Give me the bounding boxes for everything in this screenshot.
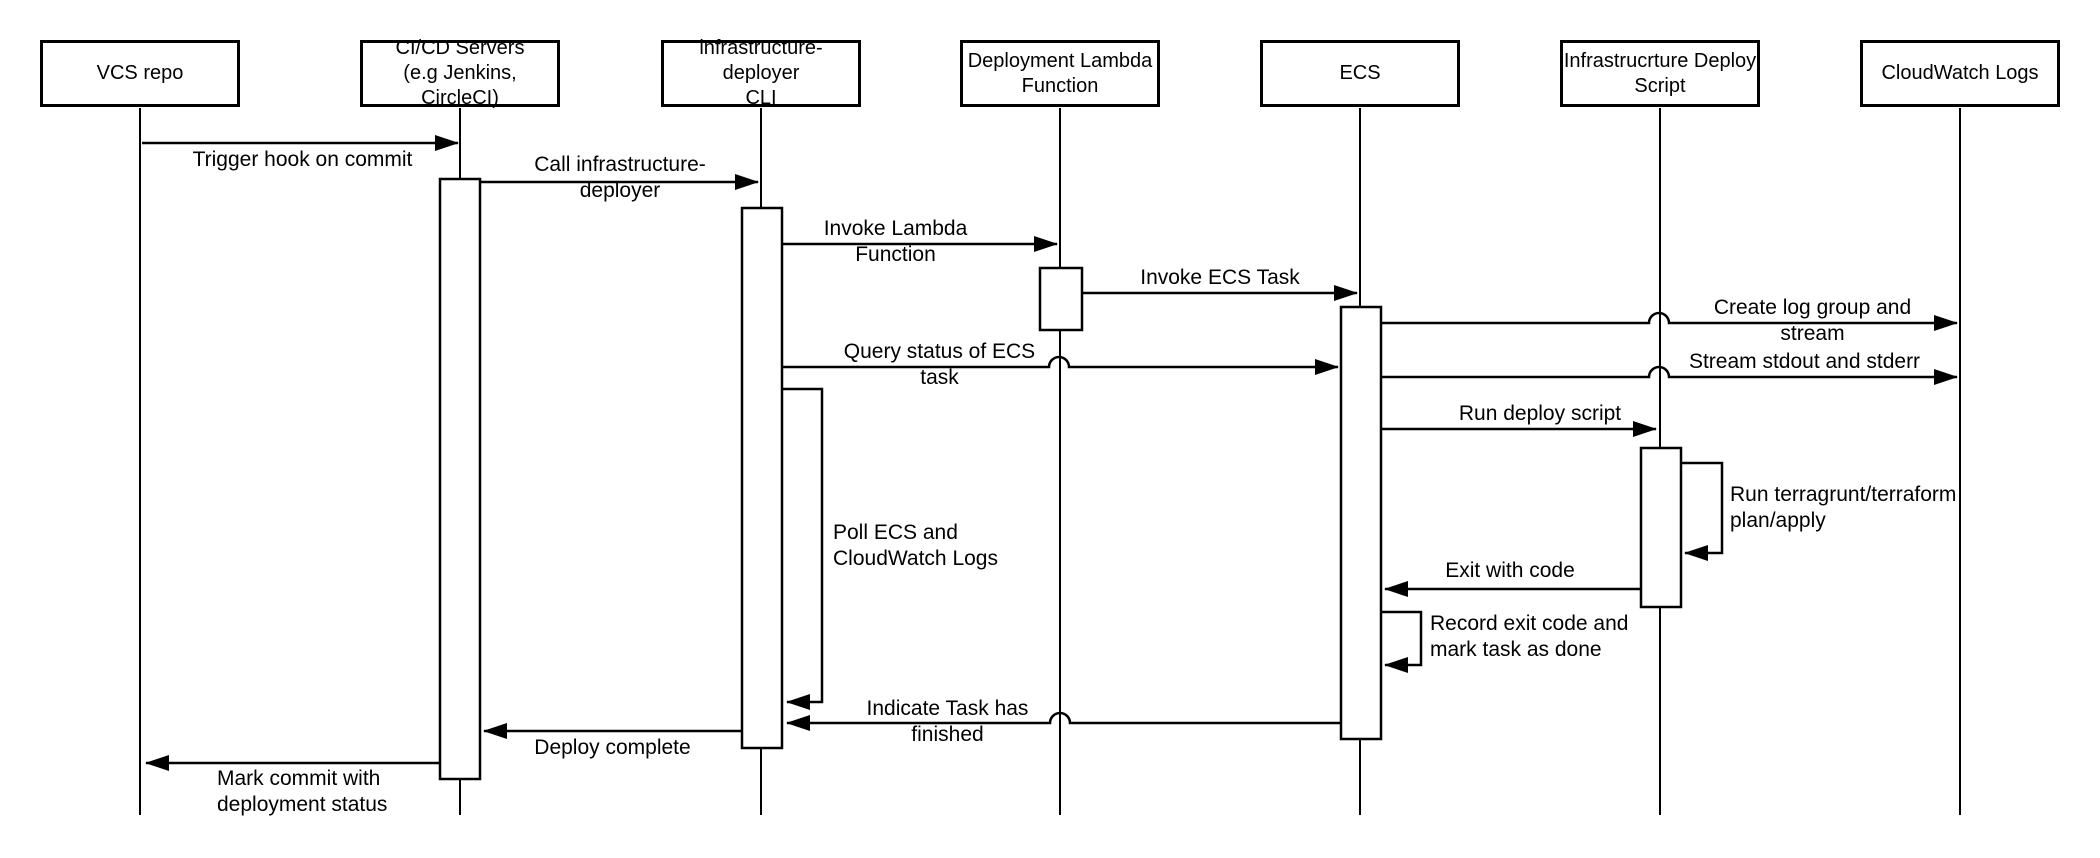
actor-label-vcs-repo: VCS repo [96,62,184,84]
message-label-poll-ecs-and-cloudwatch-logs: Poll ECS and CloudWatch Logs [833,521,998,570]
actor-label-cicd-servers: CI/CD Servers (e.g Jenkins, CircleCI) [395,37,525,109]
message-label-run-terragrunt-terraform: Run terragrunt/terraform plan/apply [1730,483,1957,532]
message-label-run-deploy-script: Run deploy script [1458,402,1622,425]
actor-label-deployment-lambda: Deployment Lambda Function [967,49,1153,97]
actor-box-cloudwatch-logs: CloudWatch Logs [1860,40,2060,107]
message-label-create-log-group-and-stream: Create log group and stream [1713,296,1912,345]
actor-box-vcs-repo: VCS repo [40,40,240,107]
message-label-exit-with-code: Exit with code [1445,559,1575,582]
actor-box-ecs: ECS [1260,40,1460,107]
message-label-call-infrastructure-deployer: Call infrastructure-deployer [534,153,706,202]
actor-box-infrastructure-deployer-cli: infrastructure-deployer CLI [661,37,861,109]
message-label-record-exit-code: Record exit code and mark task as done [1430,612,1629,661]
message-label-invoke-ecs-task: Invoke ECS Task [1140,266,1300,289]
message-label-query-status-of-ecs-task: Query status of ECS task [843,340,1036,389]
activation-cli [740,206,784,750]
actor-label-cloudwatch-logs: CloudWatch Logs [1881,62,2039,84]
arrow-self-record-exit-code [1381,610,1423,673]
message-label-indicate-task-has-finished: Indicate Task has finished [866,697,1029,746]
activation-ecs [1339,305,1383,741]
arrow-indicate-task-has-finished [786,711,1341,731]
message-label-invoke-lambda-function: Invoke Lambda Function [823,217,968,266]
message-label-stream-stdout-and-stderr: Stream stdout and stderr [1688,350,1921,373]
arrow-query-status-of-ecs-task [782,355,1339,375]
activation-cicd [438,177,482,781]
actor-label-ecs: ECS [1339,62,1381,84]
arrow-create-log-group-and-stream [1381,311,1958,331]
actor-box-deployment-lambda: Deployment Lambda Function [960,40,1160,107]
message-label-mark-commit-deployment-status: Mark commit with deployment status [217,767,388,816]
actor-label-infrastructure-deployer-cli: infrastructure-deployer CLI [699,37,823,109]
activation-deploy-script [1639,446,1683,609]
actor-box-cicd-servers: CI/CD Servers (e.g Jenkins, CircleCI) [360,37,560,109]
actor-box-infrastructure-deploy-script: Infrastrucrture Deploy Script [1560,40,1760,107]
message-label-deploy-complete: Deploy complete [534,736,691,759]
actor-label-infrastructure-deploy-script: Infrastrucrture Deploy Script [1563,49,1757,97]
message-label-trigger-hook-on-commit: Trigger hook on commit [192,148,413,171]
arrow-self-poll-ecs-and-cloudwatch [782,387,824,710]
arrow-self-run-terragrunt-terraform [1681,461,1724,561]
arrow-stream-stdout-and-stderr [1381,365,1958,385]
activation-lambda [1038,266,1084,332]
